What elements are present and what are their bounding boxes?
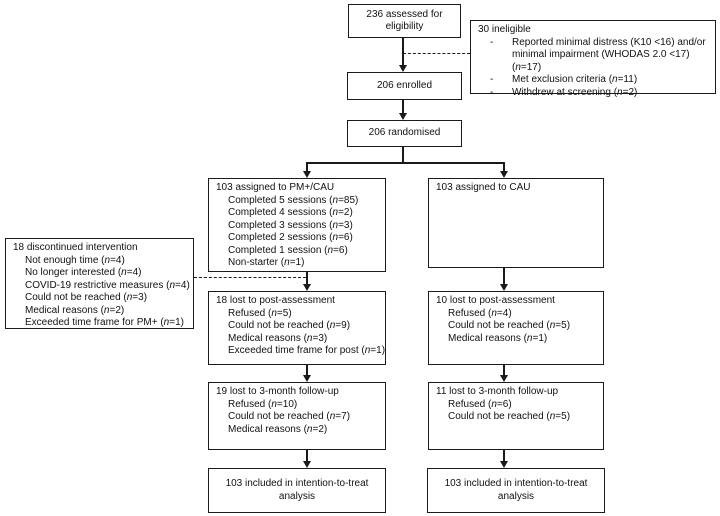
box-item: Could not be reached (n=5) bbox=[448, 411, 571, 422]
connector-cau-to-post bbox=[503, 268, 505, 284]
box-randomised: 206 randomised bbox=[347, 120, 462, 147]
box-item: Refused (n=5) bbox=[228, 307, 292, 319]
arrowhead-itt-cau bbox=[500, 461, 508, 468]
box-item: Completed 5 sessions (n=85) bbox=[228, 194, 359, 206]
connector-followup-to-itt-pm-cau bbox=[306, 450, 308, 461]
dashed-connector-ineligible bbox=[403, 53, 470, 54]
box-item: Refused (n=6) bbox=[448, 398, 512, 410]
box-item: Completed 1 session (n=6) bbox=[228, 244, 348, 256]
connector-followup-to-itt-cau bbox=[503, 450, 505, 461]
box-item: Completed 3 sessions (n=3) bbox=[228, 219, 353, 231]
box-item: Exceeded time frame for PM+ (n=1) bbox=[25, 317, 184, 328]
arrowhead-enrolled bbox=[399, 65, 407, 72]
box-title: 103 included in intention-to-treat analy… bbox=[444, 478, 588, 502]
box-bullet-item: -Met exclusion criteria (n=11) bbox=[490, 74, 638, 85]
box-enrolled: 206 enrolled bbox=[347, 72, 462, 100]
box-title: 10 lost to post-assessment bbox=[436, 295, 555, 306]
box-item: Medical reasons (n=3) bbox=[228, 332, 328, 344]
bullet-dash: - bbox=[490, 86, 494, 98]
box-ineligible: 30 ineligible-Reported minimal distress … bbox=[470, 20, 716, 98]
arrowhead-followup-cau bbox=[500, 375, 508, 382]
box-item: Completed 2 sessions (n=6) bbox=[228, 232, 353, 243]
box-title: 206 enrolled bbox=[376, 79, 433, 91]
box-item: No longer interested (n=4) bbox=[25, 267, 142, 278]
connector-post-to-followup-pm-cau bbox=[306, 365, 308, 375]
box-item: Could not be reached (n=5) bbox=[448, 320, 571, 331]
box-title: 236 assessed for eligibility bbox=[366, 8, 443, 33]
box-bullet-item: -Withdrew at screening (n=2) bbox=[490, 86, 638, 98]
connector-pm-cau-to-post bbox=[306, 272, 308, 284]
box-assigned-cau: 103 assigned to CAU bbox=[428, 178, 604, 268]
box-itt-analysis-pm-cau: 103 included in intention-to-treat analy… bbox=[208, 468, 386, 513]
box-item: Refused (n=4) bbox=[448, 307, 512, 319]
connector-post-to-followup-cau bbox=[503, 365, 505, 375]
connector-assessed-to-enrolled bbox=[402, 38, 404, 65]
box-item: Exceeded time frame for post (n=1) bbox=[228, 345, 386, 356]
arrowhead-itt-pm-cau bbox=[303, 461, 311, 468]
box-item: Could not be reached (n=9) bbox=[228, 320, 351, 331]
box-item: Completed 4 sessions (n=2) bbox=[228, 207, 353, 218]
box-item: COVID-19 restrictive measures (n=4) bbox=[25, 279, 190, 291]
arrowhead-assigned-cau bbox=[500, 171, 508, 178]
box-item: Could not be reached (n=3) bbox=[25, 292, 148, 303]
box-itt-analysis-cau: 103 included in intention-to-treat analy… bbox=[427, 468, 605, 513]
arrowhead-post-pm-cau bbox=[303, 284, 311, 291]
arrowhead-post-cau bbox=[500, 284, 508, 291]
box-title: 103 assigned to PM+/CAU bbox=[216, 182, 335, 193]
arrowhead-followup-pm-cau bbox=[303, 375, 311, 382]
box-assessed-eligibility: 236 assessed for eligibility bbox=[348, 4, 461, 38]
box-title: 18 discontinued intervention bbox=[13, 242, 138, 253]
bullet-dash: - bbox=[490, 74, 494, 85]
connector-split-right bbox=[503, 162, 505, 171]
box-item: Refused (n=10) bbox=[228, 398, 298, 410]
box-title: 19 lost to 3-month follow-up bbox=[216, 386, 339, 397]
box-item: Non-starter (n=1) bbox=[228, 257, 305, 268]
box-title: 11 lost to 3-month follow-up bbox=[436, 386, 559, 397]
connector-split-horizontal bbox=[306, 162, 505, 164]
connector-split-left bbox=[306, 162, 308, 171]
arrowhead-randomised bbox=[399, 113, 407, 120]
box-title: 18 lost to post-assessment bbox=[216, 295, 335, 306]
box-item: Could not be reached (n=7) bbox=[228, 411, 351, 422]
box-bullet-item: -Reported minimal distress (K10 <16) and… bbox=[490, 36, 706, 73]
box-title: 103 included in intention-to-treat analy… bbox=[225, 478, 369, 502]
connector-enrolled-to-randomised bbox=[402, 100, 404, 113]
bullet-dash: - bbox=[490, 36, 494, 48]
box-item: Medical reasons (n=2) bbox=[25, 304, 125, 316]
dashed-connector-discontinued bbox=[194, 277, 306, 278]
box-title: 206 randomised bbox=[368, 127, 441, 139]
box-item: Not enough time (n=4) bbox=[25, 254, 125, 266]
box-item: Medical reasons (n=1) bbox=[448, 332, 548, 344]
box-title: 30 ineligible bbox=[478, 24, 531, 35]
box-title: 103 assigned to CAU bbox=[436, 182, 531, 193]
box-item: Medical reasons (n=2) bbox=[228, 423, 328, 435]
arrowhead-assigned-pm-cau bbox=[303, 171, 311, 178]
connector-randomised-stem bbox=[402, 147, 404, 163]
